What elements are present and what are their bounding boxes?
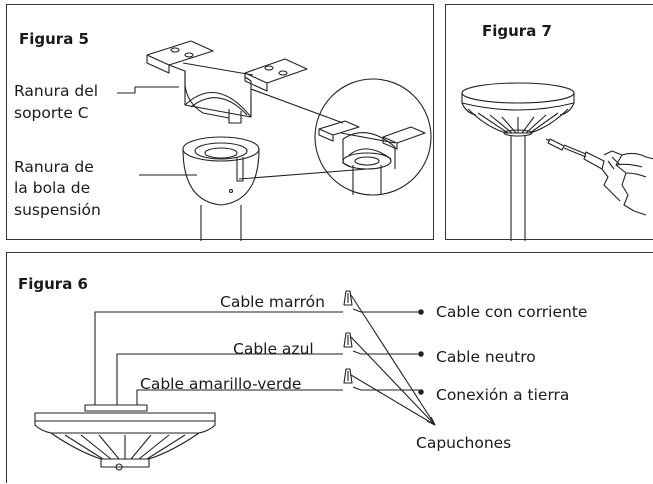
live-supply-line [352, 308, 419, 313]
ground-supply-line [352, 386, 419, 391]
caps-pointer-arrows [350, 294, 436, 426]
wire-cap-icon [343, 290, 353, 306]
wire-yellow-green-label: Cable amarillo-verde [140, 375, 302, 393]
ball-slot-label-line3: suspensión [14, 201, 101, 219]
wire-caps-label: Capuchones [416, 434, 512, 452]
neutral-supply-line [352, 350, 419, 355]
c-bracket-slot-label-line2: soporte C [14, 104, 89, 122]
supply-neutral-label: Cable neutro [436, 348, 536, 366]
figure-5-drawing [117, 40, 432, 241]
figure-7-panel: Figura 7 [445, 4, 653, 241]
figure-6-panel: Figura 6 Cable marrón Cable azul Cable a… [6, 252, 653, 483]
c-bracket-slot-label-line1: Ranura del [14, 82, 99, 100]
brown-wire-line [94, 311, 343, 405]
c-slot-leader-line [117, 86, 179, 94]
figure-6-drawing [34, 290, 436, 471]
figure-6-title: Figura 6 [18, 275, 88, 293]
supply-live-label: Cable con corriente [436, 303, 588, 321]
blue-wire-line [116, 353, 343, 405]
figure-5-panel: Figura 5 Ranura del soporte C Ranura de … [6, 4, 434, 241]
wire-cap-icon [343, 368, 353, 384]
figure-7-drawing [461, 82, 653, 241]
figure-5-title: Figura 5 [19, 30, 89, 48]
wire-brown-label: Cable marrón [220, 293, 325, 311]
supply-ground-label: Conexión a tierra [436, 386, 570, 404]
hanger-ball-drawing [182, 136, 260, 241]
fan-body-drawing [34, 404, 216, 471]
ball-slot-label-line2: la bola de [14, 179, 91, 197]
yellow-green-wire-line [136, 389, 343, 405]
ball-slot-label-line1: Ranura de [14, 158, 94, 176]
screwdriver-hand-drawing [545, 138, 653, 216]
figure-7-title: Figura 7 [482, 22, 552, 40]
wire-cap-icon [343, 332, 353, 348]
downrod-drawing [510, 136, 526, 241]
detail-leader-top [250, 88, 344, 124]
detail-circle-drawing [314, 78, 432, 196]
detail-leader-bottom [238, 168, 368, 180]
c-bracket-drawing [146, 40, 308, 124]
canopy-drawing [461, 82, 575, 137]
